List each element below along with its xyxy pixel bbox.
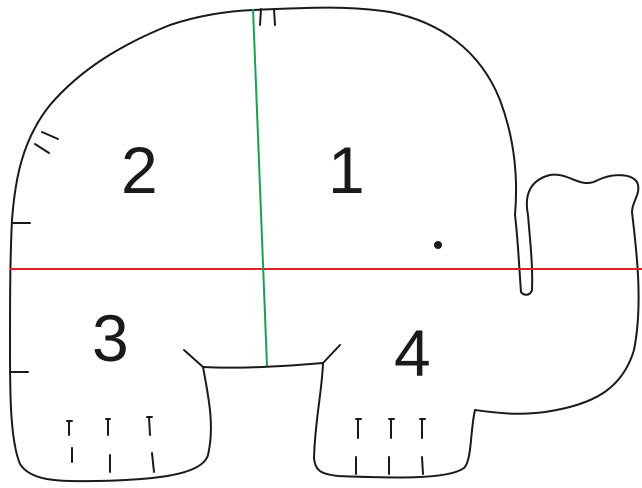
leg-gap-right-tick	[323, 345, 340, 363]
left-foot-toes	[67, 417, 154, 472]
left-notch-1	[42, 132, 58, 139]
elephant-outline	[10, 8, 639, 482]
quadrant-label-2: 2	[121, 133, 158, 207]
quadrant-label-3: 3	[92, 301, 129, 375]
top-notch-1	[260, 9, 261, 25]
leg-gap-left-tick	[184, 350, 203, 367]
vertical-axis-line	[253, 9, 267, 366]
eye-dot	[434, 241, 442, 249]
quadrant-label-4: 4	[394, 316, 431, 390]
left-notch-2	[35, 144, 49, 153]
quadrant-label-1: 1	[328, 133, 365, 207]
top-notch-2	[274, 9, 275, 25]
right-foot-toes	[356, 419, 425, 474]
